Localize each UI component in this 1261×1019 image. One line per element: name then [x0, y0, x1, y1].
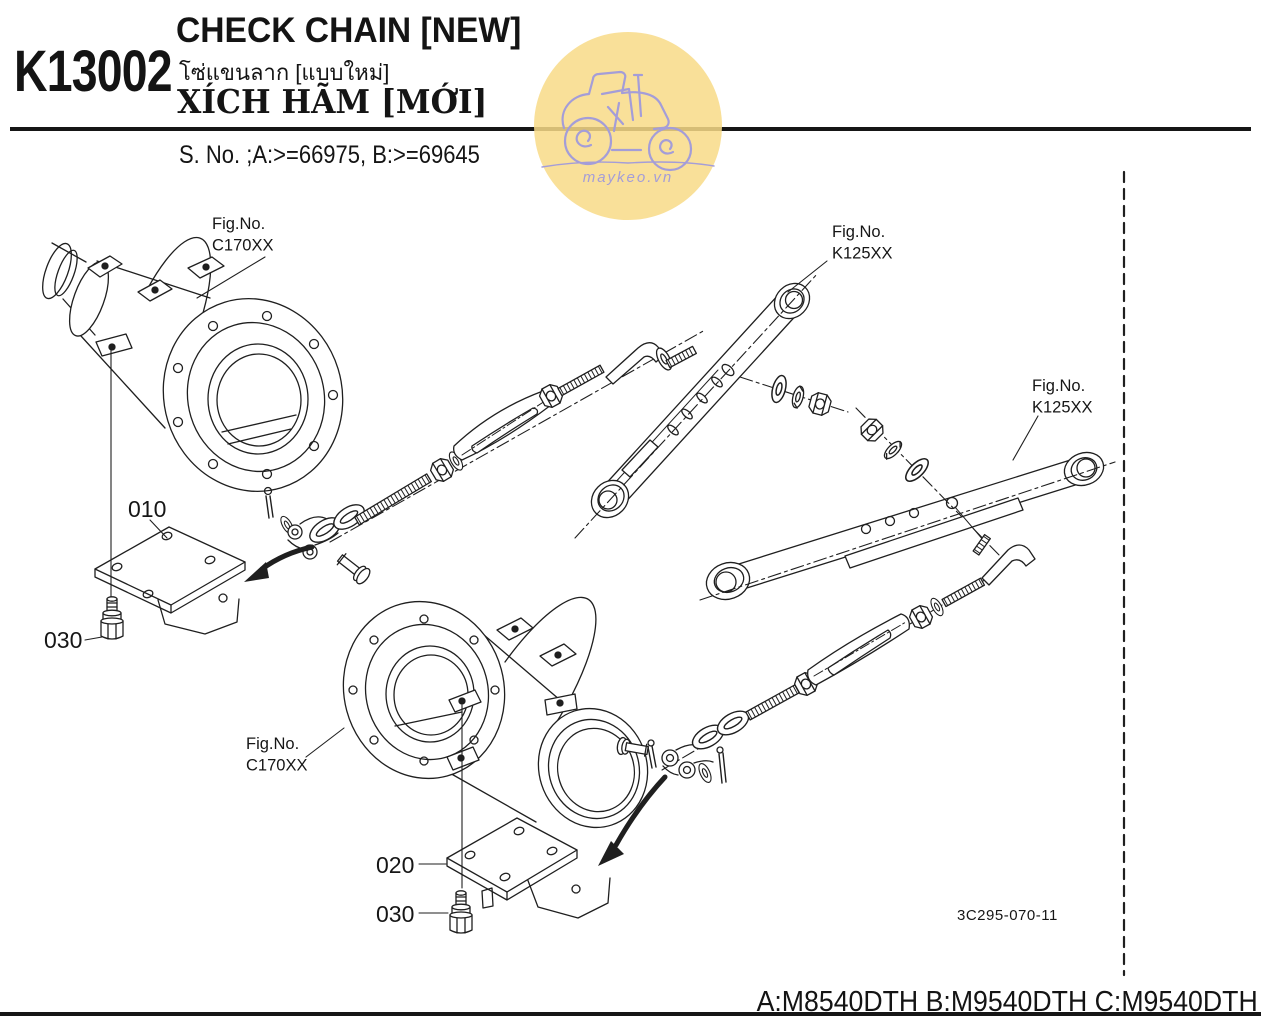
watermark-badge: maykeo.vn: [534, 32, 722, 220]
drawing-number: 3C295-070-11: [957, 907, 1058, 924]
tractor-logo-icon: maykeo.vn: [541, 70, 715, 186]
flange-bolt-holes: [348, 614, 500, 766]
part-ref-020: 020: [376, 852, 414, 878]
link-arm-lower: [699, 451, 1116, 601]
fig-label-c170xx-top: Fig.No. C170XX: [212, 215, 273, 255]
bracket-plate-020: [446, 817, 611, 919]
bolt-030-left: [100, 596, 124, 640]
page-title-th: โซ่แขนลาก [แบบใหม่]: [179, 60, 390, 85]
flange-bolt-holes: [172, 310, 339, 480]
part-ref-010: 010: [128, 496, 166, 522]
turnbuckle-body: [453, 390, 552, 461]
hook-bolt: [605, 342, 665, 385]
fig-label-line2: C170XX: [246, 757, 307, 775]
page-title-en: CHECK CHAIN [NEW]: [176, 11, 522, 50]
hardware-group-2: [856, 414, 933, 486]
install-arrow-top: [244, 544, 315, 582]
install-arrow-bottom: [598, 774, 668, 866]
fig-label-line2: C170XX: [212, 237, 273, 255]
fig-label-line2: K125XX: [1032, 399, 1093, 417]
fig-label-line1: Fig.No.: [212, 215, 265, 233]
mount-tabs: [87, 255, 225, 357]
axle-housing-bottom: [342, 596, 649, 829]
link-arm-upper: [574, 272, 819, 539]
clevis-pin: [336, 553, 371, 585]
fig-label-c170xx-bottom: Fig.No. C170XX: [246, 735, 307, 775]
hook-bolt: [981, 544, 1036, 586]
footer-rule: [0, 1012, 1261, 1016]
axle-housing-top: [42, 236, 344, 492]
watermark-text: maykeo.vn: [583, 169, 674, 186]
page-title-vi: XÍCH HÃM [MỚI]: [177, 82, 488, 121]
fig-label-k125xx-top: Fig.No. K125XX: [832, 223, 893, 263]
bolt-030-bottom: [449, 890, 473, 934]
diagram-labels: Fig.No. C170XX Fig.No. K125XX Fig.No. K1…: [44, 215, 1093, 927]
fig-label-k125xx-right: Fig.No. K125XX: [1032, 377, 1093, 417]
label-leaders: [84, 256, 1039, 914]
part-ref-030-left: 030: [44, 627, 82, 653]
check-chain-assembly-2: [616, 533, 1036, 785]
fig-label-line1: Fig.No.: [832, 223, 885, 241]
hardware-group-1: [768, 373, 834, 418]
fig-label-line1: Fig.No.: [1032, 377, 1085, 395]
part-ref-030-bottom: 030: [376, 901, 414, 927]
clevis-pin: [616, 736, 649, 757]
fig-label-line2: K125XX: [832, 245, 893, 263]
mount-tabs: [446, 617, 578, 771]
fig-label-line1: Fig.No.: [246, 735, 299, 753]
serial-number-note: S. No. ;A:>=66975, B:>=69645: [179, 141, 480, 169]
section-code: K13002: [14, 39, 173, 104]
bracket-plate-010: [94, 526, 246, 635]
